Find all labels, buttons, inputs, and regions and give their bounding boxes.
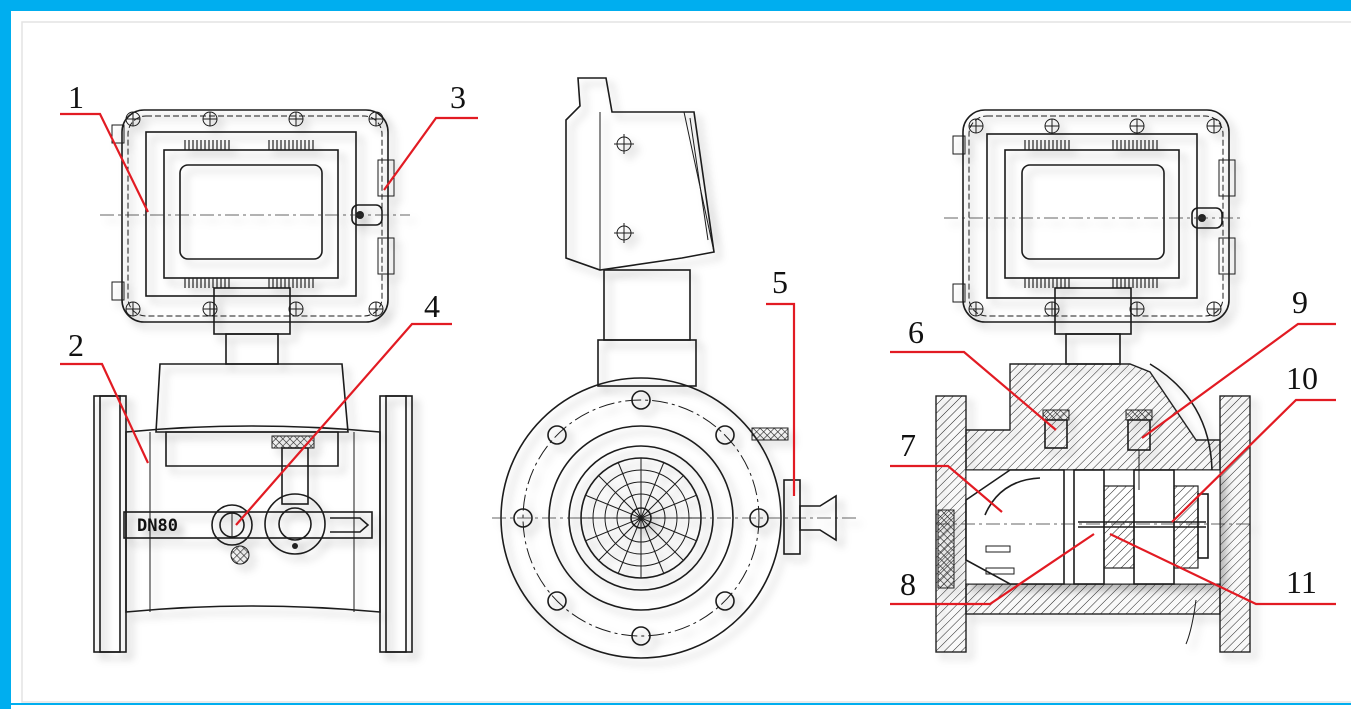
callout-6: 6 [908, 314, 924, 350]
callout-11: 11 [1286, 564, 1317, 600]
frame-top-bar [0, 0, 1351, 11]
callout-3: 3 [450, 79, 466, 115]
nameplate-text: DN80 [137, 516, 178, 536]
leader-8 [890, 533, 1095, 606]
leader-7 [890, 464, 1003, 513]
callout-5: 5 [772, 264, 788, 300]
callout-9: 9 [1292, 284, 1308, 320]
leader-6 [890, 350, 1057, 431]
leader-2 [60, 362, 149, 464]
callout-4: 4 [424, 288, 440, 324]
callout-10: 10 [1286, 360, 1318, 396]
leader-3 [383, 116, 478, 191]
callout-7: 7 [900, 427, 916, 463]
callout-1: 1 [68, 79, 84, 115]
leader-4 [235, 322, 452, 526]
side-view [492, 77, 860, 659]
part-numbers: 1 2 3 4 5 6 7 8 9 10 11 [68, 79, 1318, 602]
callout-2: 2 [68, 327, 84, 363]
leader-9 [1141, 322, 1336, 439]
frame-inner-border [21, 21, 1351, 703]
leader-10 [1171, 398, 1336, 523]
front-view: DN80 [93, 109, 413, 653]
leader-5 [766, 302, 796, 496]
leader-lines [60, 112, 1336, 606]
frame-left-bar [0, 0, 11, 709]
callout-8: 8 [900, 566, 916, 602]
leader-1 [60, 112, 149, 213]
section-view [935, 109, 1251, 653]
leader-11 [1109, 533, 1336, 606]
